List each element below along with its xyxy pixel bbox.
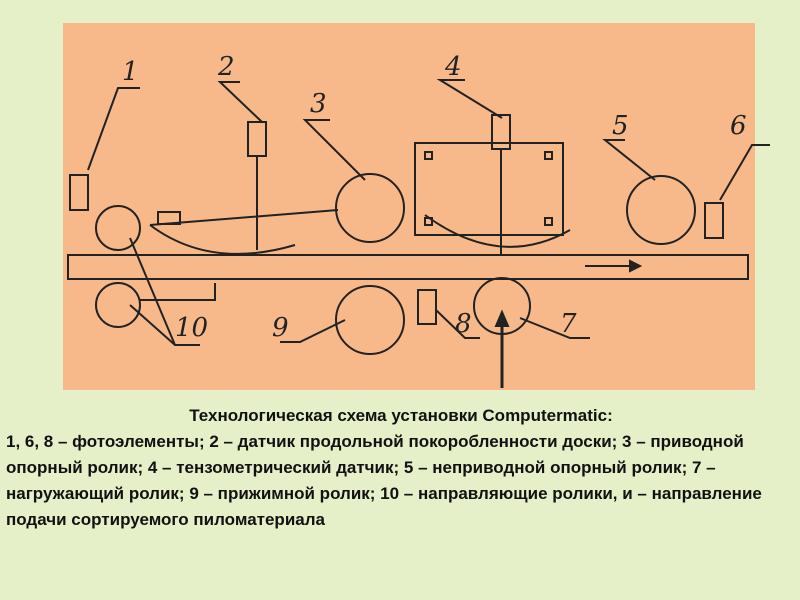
guide-roller-bottom [95, 282, 141, 328]
caption-title: Технологическая схема установки Computer… [189, 406, 613, 425]
label-3: 3 [310, 89, 327, 119]
label-10: 10 [175, 313, 208, 343]
schematic-diagram: 1 2 3 4 5 6 7 8 9 10 [67, 52, 770, 388]
photocell-6 [704, 202, 724, 239]
pressure-roller-9 [335, 285, 405, 355]
label-9: 9 [272, 313, 289, 343]
guide-roller-top [95, 205, 141, 251]
label-7: 7 [560, 309, 577, 339]
lumber-board [67, 254, 749, 280]
caption-body: 1, 6, 8 – фотоэлементы; 2 – датчик продо… [6, 432, 762, 529]
sensor-2 [247, 121, 267, 157]
diagram-labels: 1 2 3 4 5 6 7 8 9 10 [122, 52, 747, 343]
label-1: 1 [122, 57, 139, 87]
label-4: 4 [444, 52, 462, 82]
label-6: 6 [730, 111, 747, 141]
tensometer-frame-4 [414, 142, 564, 236]
label-5: 5 [612, 111, 629, 141]
photocell-8 [417, 289, 437, 325]
drive-roller-3 [335, 173, 405, 243]
caption: Технологическая схема установки Computer… [6, 403, 796, 533]
photocell-1 [69, 174, 89, 211]
idle-roller-5 [626, 175, 696, 245]
label-2: 2 [217, 52, 235, 82]
diagram-panel [63, 23, 755, 390]
label-8: 8 [455, 309, 472, 339]
